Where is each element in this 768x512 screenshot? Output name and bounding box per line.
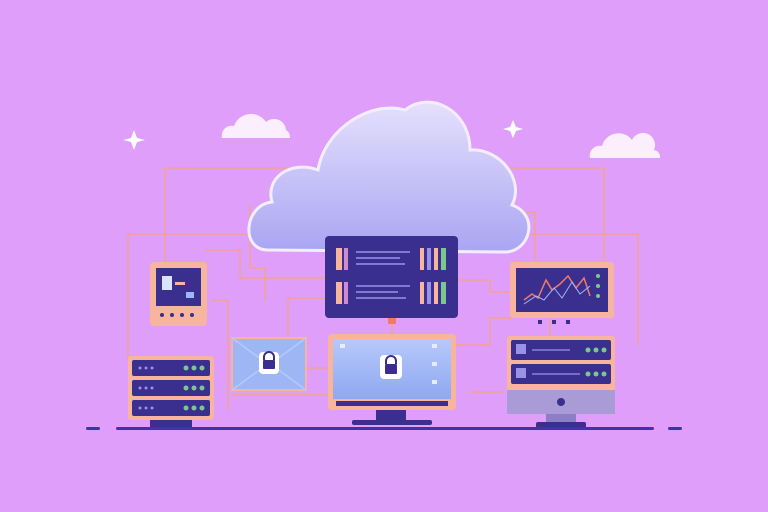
sparkle-icon <box>123 130 145 150</box>
wire-top-right-loop <box>470 167 605 262</box>
server-rack-icon <box>128 356 214 428</box>
wire-right-rail <box>525 233 639 345</box>
line-chart-icon <box>523 274 591 301</box>
wire-left-rail <box>127 233 258 360</box>
wire-hub-to-chart <box>458 279 512 293</box>
network-wires <box>127 167 639 410</box>
sparkle-icon <box>503 120 523 138</box>
central-monitor <box>328 334 456 425</box>
wire-hub-to-envelope <box>287 297 325 338</box>
central-server <box>325 236 458 324</box>
wire-monitor-right <box>455 317 512 346</box>
small-cloud-right <box>589 132 661 158</box>
wire-left-stack <box>212 299 229 410</box>
document-tablet <box>150 262 207 326</box>
padlock-icon <box>380 355 402 379</box>
wire-top-left-loop <box>164 167 300 265</box>
server-rack-icon <box>507 336 615 428</box>
ground-line <box>86 427 682 430</box>
wire-left-to-hub <box>205 249 325 279</box>
small-cloud-left <box>221 113 291 138</box>
padlock-icon <box>259 351 279 374</box>
cloud-icon <box>247 100 531 254</box>
analytics-monitor <box>510 262 614 324</box>
